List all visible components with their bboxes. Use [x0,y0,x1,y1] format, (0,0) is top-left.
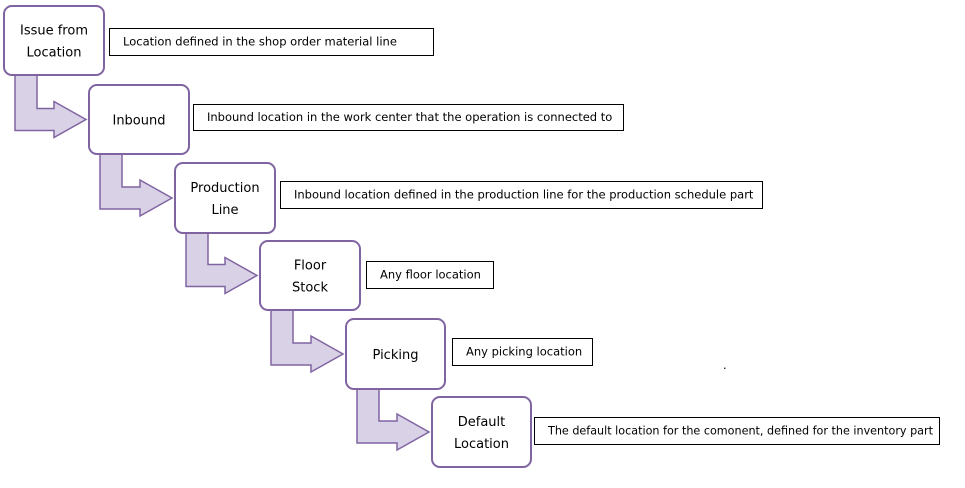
description-default-location: The default location for the comonent, d… [534,417,940,445]
step-label: Picking [373,348,419,363]
description-box [109,28,434,56]
description-text: Any floor location [380,268,481,282]
flow-arrow-1 [14,73,88,139]
descriptions-layer: Location defined in the shop order mater… [109,28,940,445]
description-picking: Any picking location [452,338,593,366]
description-box [193,104,624,131]
step-label: Production [190,181,259,196]
step-label: Line [211,203,238,218]
step-box [431,396,532,468]
step-label: Floor [294,259,327,274]
description-inbound: Inbound location in the work center that… [193,104,624,131]
step-box [259,240,361,311]
description-box [366,261,494,289]
description-issue-from-location: Location defined in the shop order mater… [109,28,434,56]
step-box [88,84,190,155]
step-inbound: Inbound [88,84,190,155]
description-text: Any picking location [466,345,582,359]
step-label: Location [27,46,82,61]
description-text: Location defined in the shop order mater… [123,35,397,49]
description-production-line: Inbound location defined in the producti… [280,181,763,209]
steps-layer: Issue fromLocationInboundProductionLineF… [3,5,532,468]
arrows-layer [14,73,431,452]
description-box [452,338,593,366]
step-box [3,5,105,76]
step-label: Inbound [112,114,165,129]
step-label: Location [454,437,509,452]
step-label: Issue from [20,24,88,39]
description-text: Inbound location defined in the producti… [294,188,754,202]
flow-arrow-2 [99,152,174,218]
description-box [280,181,763,209]
step-label: Stock [292,281,328,296]
flow-arrow-5 [356,387,431,452]
step-picking: Picking [345,318,446,390]
step-box [345,318,446,390]
description-text: Inbound location in the work center that… [207,110,612,124]
flow-arrow-4 [270,308,345,374]
stray-mark: . [723,358,727,372]
step-label: Default [458,415,506,430]
description-box [534,417,940,445]
step-box [174,162,276,234]
flow-arrow-3 [185,231,259,295]
description-floor-stock: Any floor location [366,261,494,289]
description-text: The default location for the comonent, d… [547,424,933,438]
